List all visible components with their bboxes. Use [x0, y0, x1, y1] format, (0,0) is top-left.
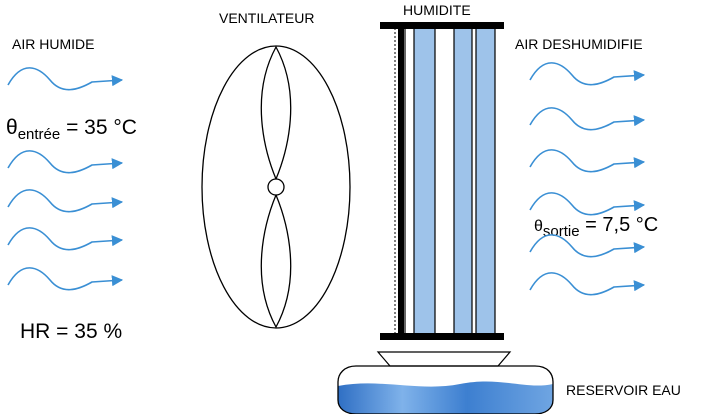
outlet-wave-arrow: [529, 107, 646, 131]
air-deshumidifie-label: AIR DESHUMIDIFIE: [515, 36, 643, 52]
outlet-theta-subscript: sortie: [542, 223, 580, 240]
inlet-relative-humidity: HR = 35 %: [20, 320, 123, 343]
reservoir-eau-label: RESERVOIR EAU: [566, 382, 681, 398]
inlet-wave-arrow: [7, 150, 124, 174]
outlet-air-arrows: [529, 62, 646, 296]
cartridge-blue-panel: [476, 28, 495, 334]
cartridge-top-bar: [380, 22, 504, 29]
outlet-theta-symbol: θ: [534, 218, 543, 235]
inlet-air-arrows: [7, 67, 124, 291]
reservoir-water: [338, 381, 553, 414]
cartridge-bottom-bar: [380, 333, 504, 340]
cartridge-blue-panel: [414, 28, 435, 334]
inlet-temperature: θentrée = 35 °C: [6, 116, 137, 143]
inlet-theta-value: = 35 °C: [60, 116, 137, 139]
humidity-cartridge: [380, 22, 504, 340]
cartridge-blue-panel: [454, 28, 472, 334]
reservoir-outline: [337, 365, 554, 414]
outlet-wave-arrow: [529, 272, 646, 296]
inlet-wave-arrow: [7, 189, 124, 213]
outlet-theta-value: = 7,5 °C: [579, 214, 659, 236]
outlet-wave-arrow: [529, 62, 646, 86]
ventilateur-label: VENTILATEUR: [219, 10, 315, 26]
cartridge-left-bar: [398, 26, 404, 336]
inlet-wave-arrow: [7, 227, 124, 251]
air-humide-label: AIR HUMIDE: [12, 36, 95, 52]
outlet-wave-arrow: [529, 192, 646, 216]
inlet-wave-arrow: [7, 267, 124, 291]
outlet-temperature: θsortie = 7,5 °C: [534, 214, 658, 240]
inlet-wave-arrow: [7, 67, 124, 91]
humidite-label: HUMIDITE: [403, 2, 471, 18]
inlet-theta-symbol: θ: [6, 116, 18, 139]
fan-icon: [201, 45, 351, 329]
water-reservoir: [337, 351, 554, 414]
inlet-theta-subscript: entrée: [17, 126, 61, 143]
outlet-wave-arrow: [529, 149, 646, 173]
outlet-wave-arrow: [529, 234, 646, 258]
